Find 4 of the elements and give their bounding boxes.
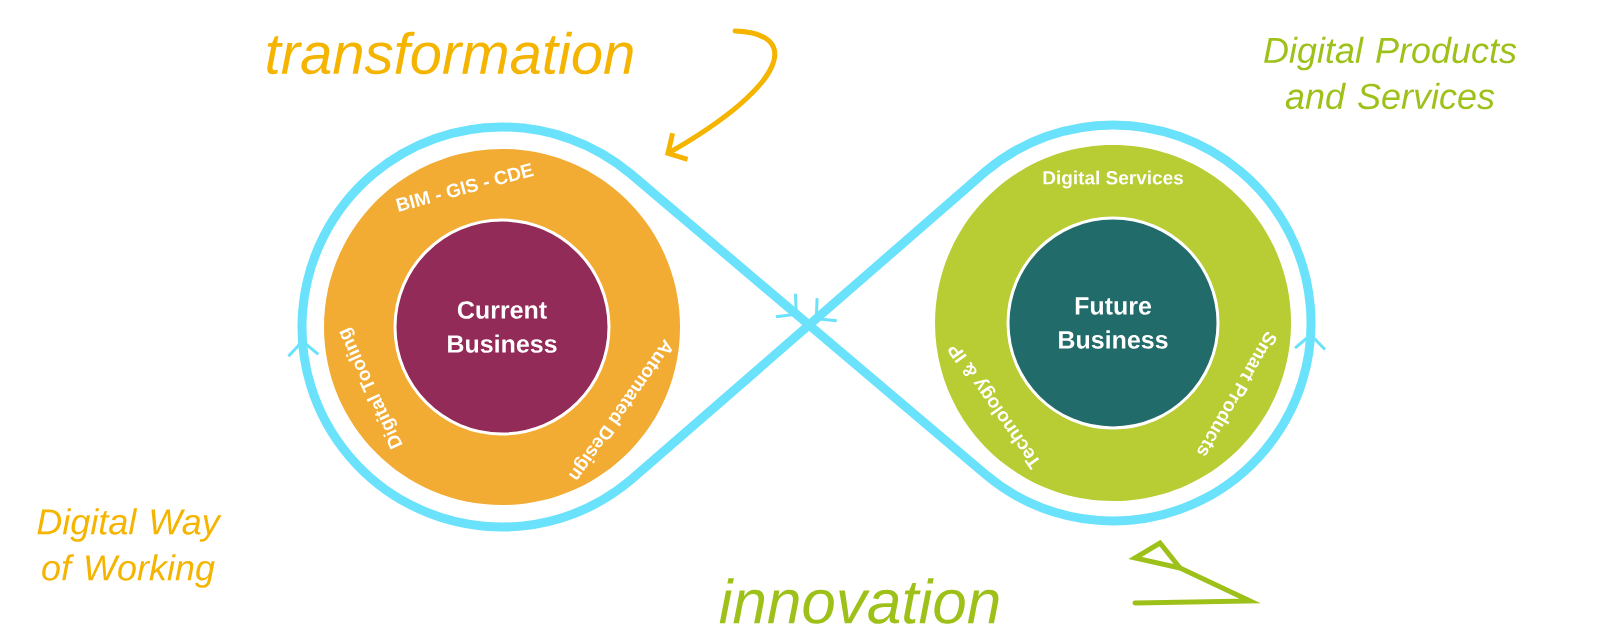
handwritten-label: innovation [719,578,999,624]
handwritten-label: Digital Way of Working [37,508,222,588]
handwritten-label: transformation [267,31,633,75]
handwritten-label: Digital Products and Services [1264,36,1517,110]
